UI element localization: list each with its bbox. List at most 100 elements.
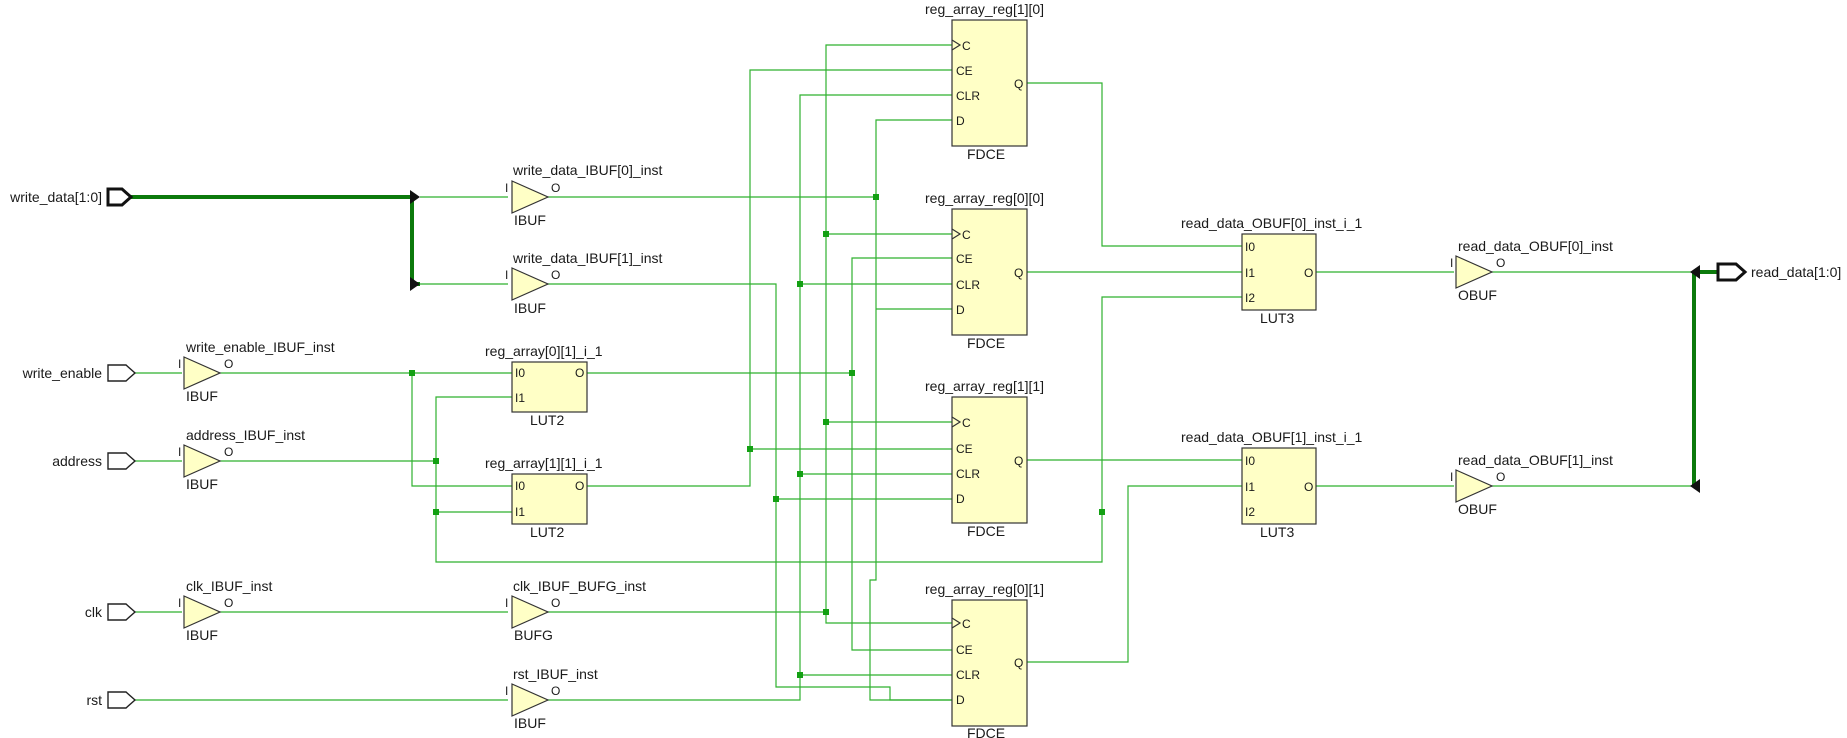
flop-pin-q: Q: [1014, 454, 1023, 468]
net-q01[interactable]: [1027, 485, 1242, 663]
lut-pin-o: O: [1304, 480, 1313, 494]
buffer-write-data-ibuf-0[interactable]: write_data_IBUF[0]_inst IBUF I O: [505, 162, 663, 228]
lut-instance-name: reg_array[1][1]_i_1: [485, 455, 603, 471]
lut-instance-name: reg_array[0][1]_i_1: [485, 343, 603, 359]
bus-write-data[interactable]: [130, 195, 420, 286]
lut-type: LUT3: [1260, 524, 1294, 540]
net-write-data-0[interactable]: [420, 119, 952, 701]
lut-pin-i1: I1: [515, 391, 525, 405]
net-address[interactable]: [135, 296, 1242, 563]
flop-reg-array-1-0[interactable]: reg_array_reg[1][0] FDCE C CE CLR D Q: [925, 1, 1044, 162]
port-address[interactable]: address: [52, 452, 137, 470]
port-write-data[interactable]: write_data[1:0]: [9, 187, 134, 207]
net-clk-bufg[interactable]: [545, 44, 952, 624]
junctions: [409, 194, 1105, 678]
buffer-type: OBUF: [1458, 501, 1497, 517]
net-ce-0[interactable]: [587, 257, 952, 651]
net-write-enable[interactable]: [135, 372, 512, 487]
flop-pin-c: C: [962, 416, 971, 430]
lut-pin-i1: I1: [1245, 480, 1255, 494]
lut-pin-i2: I2: [1245, 505, 1255, 519]
lut-read-data-mux-0[interactable]: read_data_OBUF[0]_inst_i_1 LUT3 I0 I1 I2…: [1181, 215, 1363, 326]
port-clk[interactable]: clk: [85, 603, 137, 621]
buffer-pin-in: I: [178, 357, 181, 371]
flop-type: FDCE: [967, 725, 1005, 738]
flop-reg-array-1-1[interactable]: reg_array_reg[1][1] FDCE C CE CLR D Q: [925, 378, 1044, 539]
bus-arrows: [410, 190, 1700, 493]
flop-pin-d: D: [956, 114, 965, 128]
flop-type: FDCE: [967, 335, 1005, 351]
flop-pin-c: C: [962, 228, 971, 242]
flop-pin-q: Q: [1014, 656, 1023, 670]
net-q10[interactable]: [1027, 82, 1242, 247]
lut-reg-array-1-1[interactable]: reg_array[1][1]_i_1 LUT2 I0 I1 O: [485, 455, 603, 540]
lut-pin-i1: I1: [1245, 266, 1255, 280]
buffer-read-data-obuf-0[interactable]: read_data_OBUF[0]_inst OBUF I O: [1450, 238, 1613, 303]
flop-pin-d: D: [956, 693, 965, 707]
buffer-pin-out: O: [551, 181, 560, 195]
buffer-instance-name: clk_IBUF_BUFG_inst: [513, 578, 646, 594]
lut-type: LUT2: [530, 524, 564, 540]
buffer-pin-out: O: [224, 357, 233, 371]
buffer-address-ibuf[interactable]: address_IBUF_inst IBUF I O: [178, 427, 305, 492]
port-write-enable[interactable]: write_enable: [22, 364, 137, 382]
net-ce-1[interactable]: [587, 69, 952, 487]
buffer-write-enable-ibuf[interactable]: write_enable_IBUF_inst IBUF I O: [178, 339, 335, 404]
lut-type: LUT2: [530, 412, 564, 428]
lut-reg-array-0-1[interactable]: reg_array[0][1]_i_1 LUT2 I0 I1 O: [485, 343, 603, 428]
net-write-data-1[interactable]: [420, 283, 952, 701]
lut-pin-i2: I2: [1245, 291, 1255, 305]
flop-reg-array-0-1[interactable]: reg_array_reg[0][1] FDCE C CE CLR D Q: [925, 581, 1044, 738]
buffer-instance-name: rst_IBUF_inst: [513, 666, 598, 682]
lut-pin-o: O: [575, 366, 584, 380]
port-rst[interactable]: rst: [86, 691, 137, 709]
lut-pin-o: O: [1304, 266, 1313, 280]
buffer-pin-in: I: [505, 684, 508, 698]
bus-read-data[interactable]: [1692, 270, 1718, 486]
flop-pin-ce: CE: [956, 643, 973, 657]
buffer-clk-bufg[interactable]: clk_IBUF_BUFG_inst BUFG I O: [505, 578, 646, 643]
buffer-instance-name: clk_IBUF_inst: [186, 578, 272, 594]
flop-pin-ce: CE: [956, 442, 973, 456]
lut-pin-o: O: [575, 479, 584, 493]
flop-pin-d: D: [956, 303, 965, 317]
flop-pin-clr: CLR: [956, 89, 980, 103]
buffer-rst-ibuf[interactable]: rst_IBUF_inst IBUF I O: [505, 666, 598, 731]
buffer-clk-ibuf[interactable]: clk_IBUF_inst IBUF I O: [178, 578, 272, 643]
lut-read-data-mux-1[interactable]: read_data_OBUF[1]_inst_i_1 LUT3 I0 I1 I2…: [1181, 429, 1363, 540]
buffer-pin-out: O: [551, 268, 560, 282]
buffer-type: IBUF: [514, 212, 546, 228]
flop-instance-name: reg_array_reg[1][1]: [925, 378, 1044, 394]
buffer-pin-in: I: [178, 596, 181, 610]
port-write-data-label: write_data[1:0]: [9, 189, 102, 205]
buffer-read-data-obuf-1[interactable]: read_data_OBUF[1]_inst OBUF I O: [1450, 452, 1613, 517]
buffer-instance-name: read_data_OBUF[1]_inst: [1458, 452, 1613, 468]
lut-instance-name: read_data_OBUF[0]_inst_i_1: [1181, 215, 1363, 231]
port-rst-label: rst: [86, 692, 102, 708]
lut-type: LUT3: [1260, 310, 1294, 326]
buffer-write-data-ibuf-1[interactable]: write_data_IBUF[1]_inst IBUF I O: [505, 250, 663, 316]
flop-pin-clr: CLR: [956, 278, 980, 292]
net-rst-clr[interactable]: [545, 94, 952, 701]
lut-instance-name: read_data_OBUF[1]_inst_i_1: [1181, 429, 1363, 445]
lut-pin-i0: I0: [1245, 454, 1255, 468]
buffer-pin-in: I: [505, 596, 508, 610]
buffer-instance-name: write_enable_IBUF_inst: [185, 339, 335, 355]
buffer-pin-out: O: [551, 596, 560, 610]
flop-pin-ce: CE: [956, 252, 973, 266]
flop-type: FDCE: [967, 146, 1005, 162]
buffer-pin-in: I: [1450, 470, 1453, 484]
buffer-pin-out: O: [224, 596, 233, 610]
flop-pin-q: Q: [1014, 77, 1023, 91]
buffer-type: IBUF: [186, 476, 218, 492]
flop-instance-name: reg_array_reg[0][0]: [925, 190, 1044, 206]
buffer-pin-out: O: [1496, 470, 1505, 484]
port-read-data[interactable]: read_data[1:0]: [1716, 262, 1841, 282]
buffer-type: BUFG: [514, 627, 553, 643]
buffer-instance-name: address_IBUF_inst: [186, 427, 305, 443]
buffer-pin-out: O: [551, 684, 560, 698]
port-read-data-label: read_data[1:0]: [1751, 264, 1841, 280]
flop-instance-name: reg_array_reg[1][0]: [925, 1, 1044, 17]
flop-reg-array-0-0[interactable]: reg_array_reg[0][0] FDCE C CE CLR D Q: [925, 190, 1044, 351]
